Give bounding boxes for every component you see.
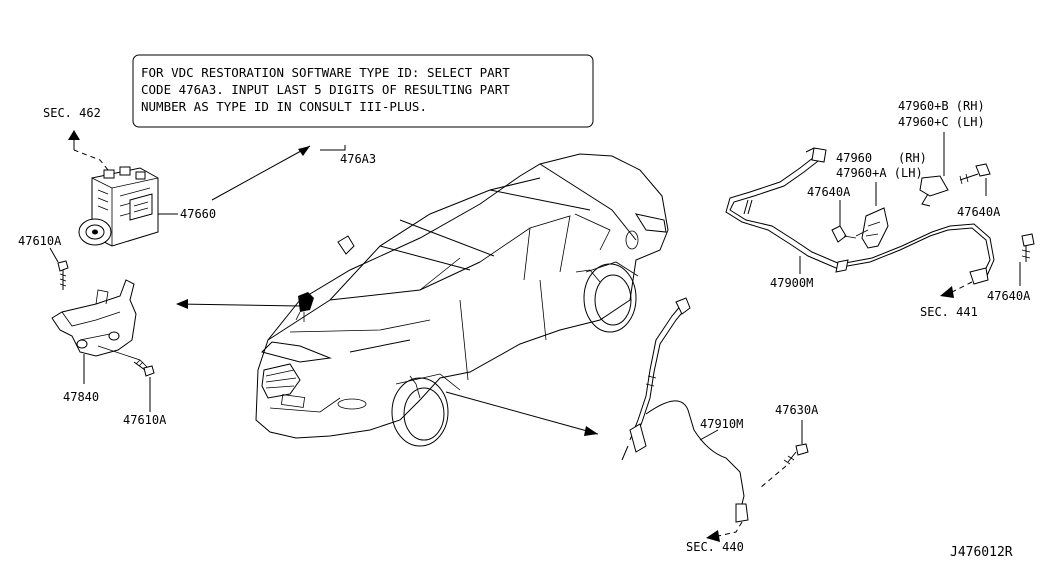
bolt-47640A-right-top bbox=[959, 163, 991, 185]
abs-actuator-unit bbox=[78, 166, 159, 247]
bolt-47630A bbox=[759, 443, 809, 489]
part-47960-label: 47960 bbox=[836, 151, 872, 165]
part-47960B-label: 47960+B (RH) bbox=[898, 99, 985, 113]
part-47960-rh-label: (RH) bbox=[898, 151, 927, 165]
part-47840-label: 47840 bbox=[63, 390, 99, 404]
part-47900M-label: 47900M bbox=[770, 276, 813, 290]
part-476A3-label: 476A3 bbox=[340, 152, 376, 166]
sec-440-label: SEC. 440 bbox=[686, 540, 744, 554]
note-line-2: CODE 476A3. INPUT LAST 5 DIGITS OF RESUL… bbox=[141, 82, 510, 97]
bolt-47640A-right-bottom bbox=[1021, 233, 1035, 262]
part-47640A-mid-label: 47640A bbox=[807, 185, 851, 199]
part-47960A-label: 47960+A (LH) bbox=[836, 166, 923, 180]
vehicle-illustration bbox=[255, 153, 669, 447]
note-line-1: FOR VDC RESTORATION SOFTWARE TYPE ID: SE… bbox=[141, 65, 510, 80]
part-47610A-bottom-label: 47610A bbox=[123, 413, 167, 427]
part-47610A-top-label: 47610A bbox=[18, 234, 62, 248]
rear-wheel-sensor-47900M bbox=[725, 147, 995, 298]
bolt-47640A-middle bbox=[831, 225, 857, 243]
note-line-3: NUMBER AS TYPE ID IN CONSULT III-PLUS. bbox=[141, 99, 427, 114]
front-wheel-sensor-47910M bbox=[621, 297, 749, 542]
diagram-id: J476012R bbox=[950, 545, 1013, 560]
bolt-47610A-bottom bbox=[133, 359, 155, 377]
part-47910M-label: 47910M bbox=[700, 417, 743, 431]
restoration-note: FOR VDC RESTORATION SOFTWARE TYPE ID: SE… bbox=[132, 54, 594, 128]
part-47960C-label: 47960+C (LH) bbox=[898, 115, 985, 129]
part-47630A-label: 47630A bbox=[775, 403, 819, 417]
part-47640A-right-bottom-label: 47640A bbox=[987, 289, 1031, 303]
part-47640A-right-top-label: 47640A bbox=[957, 205, 1001, 219]
sec-441-label: SEC. 441 bbox=[920, 305, 978, 319]
sec-462-label: SEC. 462 bbox=[43, 106, 101, 120]
part-47660-label: 47660 bbox=[180, 207, 216, 221]
bolt-47610A-top bbox=[57, 260, 69, 290]
bracket-47840 bbox=[51, 279, 149, 369]
bracket-47960B-47960C bbox=[919, 175, 949, 207]
